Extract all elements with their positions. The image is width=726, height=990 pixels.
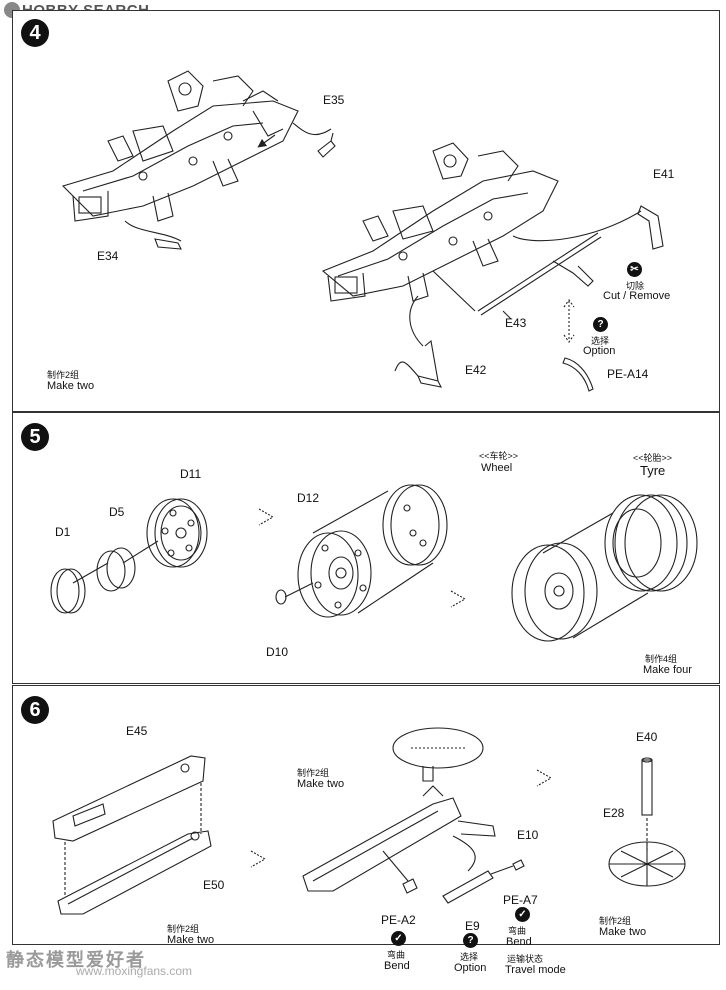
make-two-left-cn: 制作2组 bbox=[167, 924, 200, 934]
d1-disk bbox=[50, 568, 80, 614]
e43-rod bbox=[477, 232, 602, 316]
label-pe-a7: PE-A7 bbox=[503, 893, 538, 907]
cut-label-en: Cut / Remove bbox=[603, 290, 671, 302]
option-question-icon: ? bbox=[463, 933, 478, 948]
label-e42: E42 bbox=[465, 363, 487, 377]
step-5-panel: 5 bbox=[12, 412, 720, 684]
outrigger-plate bbox=[302, 797, 462, 892]
make-four-label-en: Make four bbox=[643, 664, 692, 676]
option-label-en: Option bbox=[583, 345, 616, 357]
tyre-label-cn: <<轮胎>> bbox=[633, 453, 673, 463]
wheel-label-en: Wheel bbox=[481, 462, 513, 474]
left-chassis-frame bbox=[61, 70, 299, 222]
label-e41: E41 bbox=[653, 167, 675, 181]
option-question-icon: ? bbox=[593, 317, 608, 332]
make-two-mid-cn: 制作2组 bbox=[297, 768, 330, 778]
footer-watermark: 静态模型爱好者 www.moxingfans.com bbox=[0, 944, 726, 990]
right-chassis-frame bbox=[321, 142, 559, 302]
step-4-drawing bbox=[61, 70, 664, 392]
make-two-right-cn: 制作2组 bbox=[599, 916, 632, 926]
label-e43: E43 bbox=[505, 316, 527, 330]
make-two-label-en: Make two bbox=[47, 380, 95, 392]
e35-leader bbox=[292, 122, 332, 136]
option-label-cn: 选择 bbox=[591, 336, 610, 346]
label-d12: D12 bbox=[297, 491, 320, 505]
label-e34: E34 bbox=[97, 249, 119, 263]
step-5-drawing bbox=[50, 484, 698, 642]
step-6-drawing bbox=[52, 727, 686, 915]
make-two-label-cn: 制作2组 bbox=[47, 370, 80, 380]
label-e45: E45 bbox=[126, 724, 148, 738]
bend2-label-en: Bend bbox=[506, 936, 532, 948]
d10-bolt bbox=[275, 589, 287, 605]
bend-label-en: Bend bbox=[384, 960, 410, 972]
make-two-right-en: Make two bbox=[599, 926, 647, 938]
step-4-panel: 4 bbox=[12, 10, 720, 412]
watermark-text: 静态模型爱好者 bbox=[6, 950, 146, 970]
tyre bbox=[604, 494, 678, 592]
e41-part bbox=[637, 205, 664, 250]
tyre-label-en: Tyre bbox=[640, 463, 666, 478]
wheel-assembly bbox=[511, 544, 585, 642]
label-pe-a14: PE-A14 bbox=[607, 367, 649, 381]
bend-label-cn: 弯曲 bbox=[387, 950, 406, 960]
label-pe-a2: PE-A2 bbox=[381, 913, 416, 927]
step-6-panel: 6 E45 E50 制 bbox=[12, 685, 720, 948]
e10-handle bbox=[457, 820, 496, 837]
step-number-badge: 4 bbox=[21, 19, 49, 47]
make-four-label-cn: 制作4组 bbox=[645, 654, 678, 664]
option-label-en: Option bbox=[454, 962, 487, 974]
step-number-badge: 5 bbox=[21, 423, 49, 451]
d12-wheel bbox=[297, 532, 359, 618]
e45-plate bbox=[52, 755, 206, 842]
label-e28: E28 bbox=[603, 806, 625, 820]
watermark-url[interactable]: www.moxingfans.com bbox=[76, 964, 193, 978]
label-e35: E35 bbox=[323, 93, 345, 107]
bend-icon: ✓ bbox=[391, 931, 406, 946]
label-e40: E40 bbox=[636, 730, 658, 744]
wheel-label-cn: <<车轮>> bbox=[479, 451, 519, 461]
make-two-left-en: Make two bbox=[167, 934, 215, 946]
label-e9: E9 bbox=[465, 919, 480, 933]
label-d1: D1 bbox=[55, 525, 71, 539]
option-label-cn: 选择 bbox=[460, 952, 479, 962]
d11-disk bbox=[146, 498, 200, 568]
pe-a14-part bbox=[562, 357, 594, 392]
label-d10: D10 bbox=[266, 645, 289, 659]
travel-mode-label-en: Travel mode bbox=[505, 964, 566, 976]
pe-a2-part bbox=[402, 878, 418, 894]
e50-plate bbox=[57, 830, 212, 915]
e42-part bbox=[417, 339, 442, 388]
label-e10: E10 bbox=[517, 828, 539, 842]
bend2-label-cn: 弯曲 bbox=[508, 926, 527, 936]
e35-part bbox=[317, 132, 336, 158]
label-e50: E50 bbox=[203, 878, 225, 892]
ground-pad bbox=[392, 727, 484, 769]
e40-pin bbox=[641, 759, 653, 816]
label-d5: D5 bbox=[109, 505, 125, 519]
bend-icon: ✓ bbox=[515, 907, 530, 922]
make-two-mid-en: Make two bbox=[297, 778, 345, 790]
cut-icon: ✂ bbox=[627, 262, 642, 277]
cut-label-cn: 切除 bbox=[626, 281, 645, 291]
step-number-badge: 6 bbox=[21, 696, 49, 724]
pe-a7-part bbox=[512, 859, 525, 871]
travel-mode-label-cn: 运输状态 bbox=[507, 954, 544, 964]
e9-part bbox=[442, 870, 494, 904]
e34-part bbox=[154, 238, 182, 250]
label-d11: D11 bbox=[180, 467, 202, 481]
d5-part bbox=[96, 550, 126, 592]
